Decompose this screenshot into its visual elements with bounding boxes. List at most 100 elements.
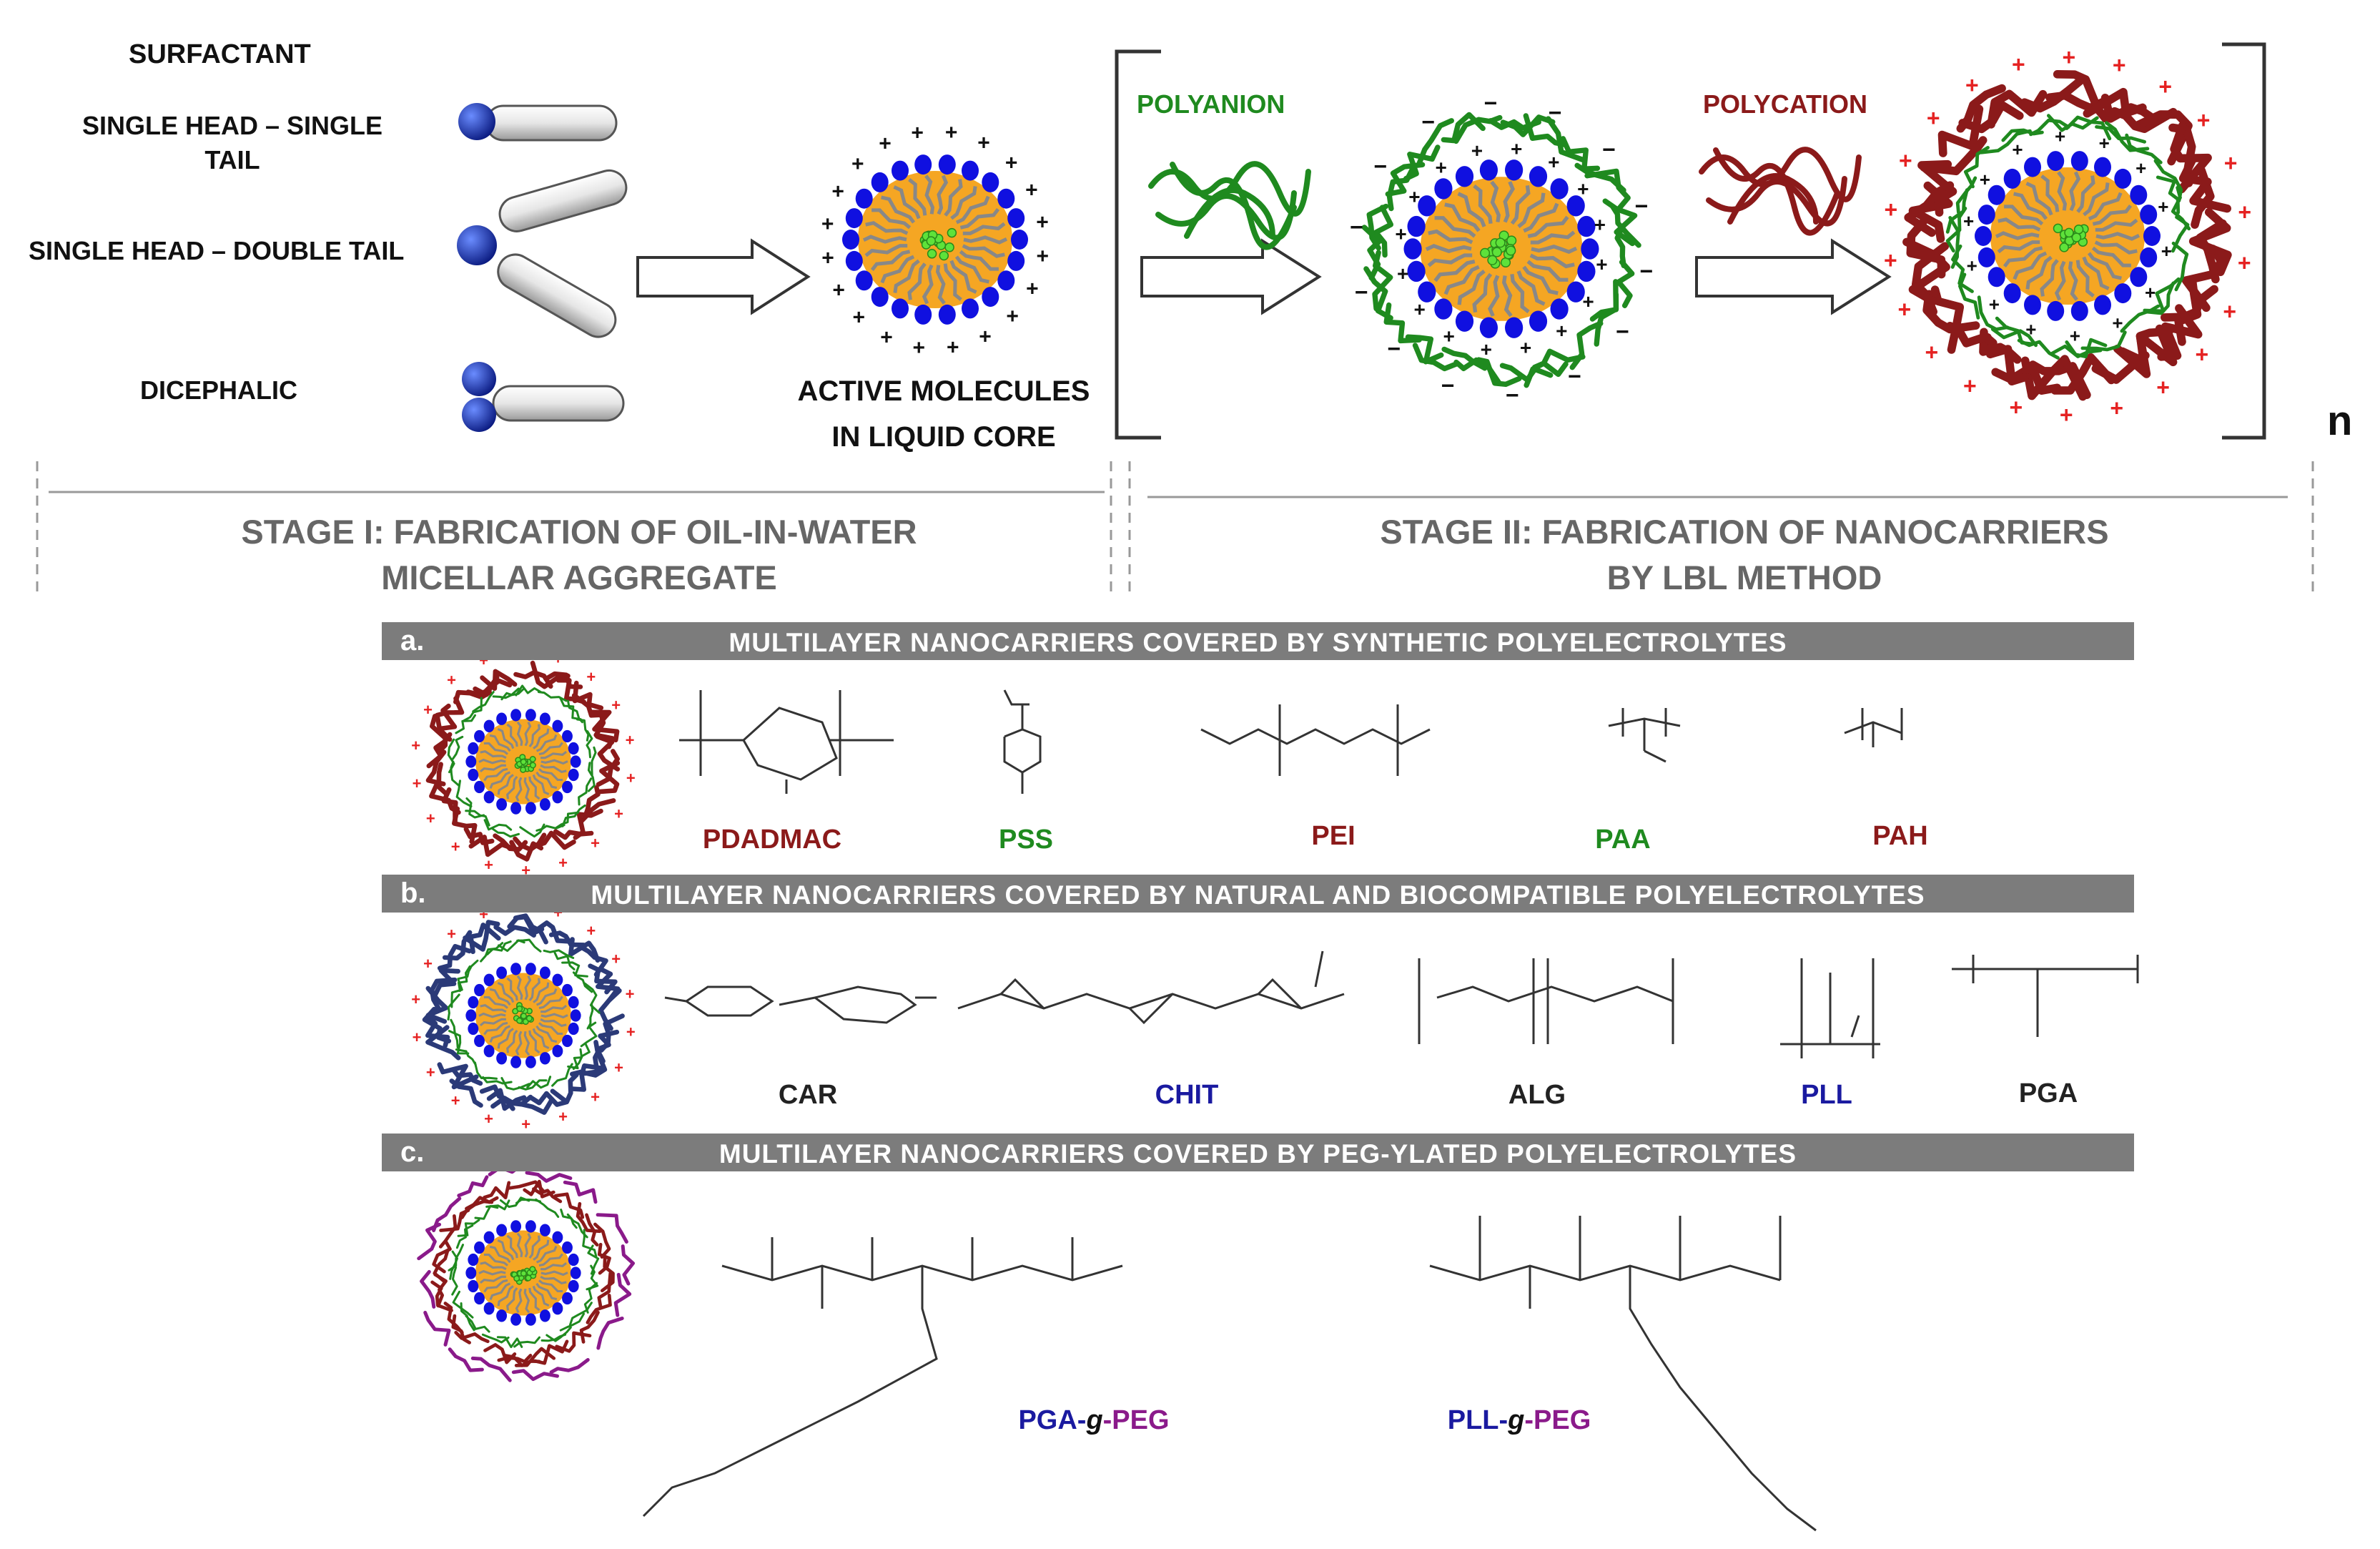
svg-text:+: + (1471, 139, 1483, 162)
svg-text:+: + (1036, 211, 1049, 235)
svg-text:−: − (1635, 193, 1649, 219)
structure-paa (1608, 708, 1681, 763)
svg-text:+: + (2113, 52, 2126, 78)
svg-text:+: + (586, 922, 596, 940)
svg-text:+: + (1414, 298, 1426, 320)
svg-text:+: + (1963, 210, 1974, 232)
label-line: IN LIQUID CORE (831, 421, 1056, 453)
micelle-polyanion-icon: ++++++++++++++++−−−−−−−−−−−−−− (1350, 90, 1653, 408)
svg-text:+: + (1037, 245, 1050, 268)
svg-text:+: + (821, 246, 834, 270)
label-line: SINGLE HEAD – SINGLE (82, 111, 383, 140)
svg-text:+: + (447, 925, 456, 943)
svg-text:+: + (2158, 74, 2172, 99)
svg-text:+: + (2012, 139, 2023, 160)
label-pss: PSS (998, 825, 1054, 855)
svg-text:+: + (1967, 255, 1977, 276)
label-line: ACTIVE MOLECULES (797, 375, 1090, 407)
svg-text:−: − (1373, 154, 1387, 180)
label-part: PGA- (1018, 1405, 1087, 1435)
svg-text:+: + (2197, 107, 2211, 133)
stage-1-title: STAGE I: FABRICATION OF OIL-IN-WATER MIC… (86, 509, 1072, 601)
surfactant-single-double-label: SINGLE HEAD – DOUBLE TAIL (29, 236, 405, 265)
label-line: MICELLAR AGGREGATE (381, 559, 777, 596)
label-line: BY LBL METHOD (1606, 559, 1882, 596)
svg-text:+: + (484, 856, 493, 874)
panel-a-micelle-icon: ++++++++++++++++++ (411, 644, 635, 880)
surfactant-single-tail-icon (458, 103, 618, 142)
panel-letter: a. (400, 625, 425, 657)
svg-text:+: + (2145, 282, 2156, 303)
label-part: g (1508, 1405, 1525, 1435)
svg-text:+: + (2158, 196, 2168, 217)
structure-car (664, 985, 937, 1024)
svg-text:−: − (1549, 99, 1562, 125)
panel-c-header: c. MULTILAYER NANOCARRIERS COVERED BY PE… (382, 1134, 2134, 1171)
svg-text:+: + (558, 854, 568, 872)
svg-text:+: + (1006, 305, 1019, 328)
svg-text:+: + (851, 152, 864, 176)
svg-text:−: − (1350, 215, 1363, 240)
svg-text:−: − (1355, 280, 1368, 305)
svg-text:−: − (1441, 373, 1455, 398)
svg-text:+: + (1556, 320, 1567, 342)
svg-text:+: + (1481, 338, 1492, 360)
bracket-left (1115, 49, 1161, 440)
svg-text:+: + (2060, 402, 2073, 428)
svg-text:+: + (484, 1110, 493, 1128)
svg-text:+: + (2195, 341, 2208, 367)
polycation-label: POLYCATION (1703, 89, 1868, 119)
label-part: PLL- (1447, 1405, 1509, 1435)
svg-text:+: + (2070, 325, 2080, 347)
svg-text:+: + (1965, 72, 1979, 98)
svg-text:+: + (1025, 179, 1038, 202)
micelle-core-icon: ++++++++++++++++++++ (821, 121, 1049, 360)
label-pei: PEI (1311, 821, 1356, 851)
svg-text:+: + (591, 835, 600, 852)
svg-text:+: + (2055, 126, 2065, 147)
svg-text:+: + (1963, 373, 1977, 399)
svg-text:−: − (1421, 109, 1435, 135)
svg-text:+: + (1884, 197, 1897, 222)
bracket-right (2222, 42, 2266, 440)
svg-text:+: + (1520, 337, 1531, 359)
arrow-icon (636, 238, 811, 315)
svg-text:+: + (831, 180, 844, 204)
svg-text:+: + (521, 1116, 530, 1134)
svg-text:+: + (1397, 262, 1408, 285)
svg-text:+: + (426, 1063, 435, 1081)
svg-text:+: + (1511, 137, 1522, 159)
svg-text:+: + (1577, 178, 1589, 200)
svg-text:−: − (1506, 383, 1519, 408)
svg-text:+: + (2161, 240, 2172, 262)
svg-text:+: + (2135, 157, 2146, 179)
svg-text:−: − (1639, 258, 1653, 284)
svg-text:+: + (1884, 247, 1897, 273)
svg-text:+: + (591, 1088, 600, 1106)
svg-text:+: + (2062, 44, 2075, 70)
label-line: STAGE II: FABRICATION OF NANOCARRIERS (1380, 513, 2109, 551)
svg-text:+: + (413, 1028, 422, 1046)
structure-pga-g-peg (642, 1237, 1123, 1518)
svg-text:+: + (614, 1058, 623, 1076)
svg-text:+: + (1925, 340, 1939, 365)
structure-chit (957, 950, 1345, 1025)
label-car: CAR (778, 1080, 838, 1110)
label-pga-g-peg: PGA-g-PEG (951, 1405, 1237, 1436)
label-alg: ALG (1508, 1080, 1566, 1110)
label-line: STAGE I: FABRICATION OF OIL-IN-WATER (241, 513, 917, 551)
svg-text:+: + (423, 701, 433, 719)
panel-a-header: a. MULTILAYER NANOCARRIERS COVERED BY SY… (382, 622, 2134, 660)
svg-text:+: + (1980, 169, 1990, 190)
svg-text:+: + (911, 122, 924, 145)
svg-text:+: + (1005, 151, 1018, 174)
svg-text:+: + (832, 279, 845, 303)
panel-title: MULTILAYER NANOCARRIERS COVERED BY SYNTH… (729, 628, 1787, 657)
svg-text:+: + (413, 775, 422, 792)
panel-letter: b. (400, 877, 426, 909)
svg-text:+: + (2012, 51, 2025, 77)
label-part: g (1086, 1405, 1103, 1435)
svg-text:+: + (853, 306, 866, 330)
svg-text:+: + (611, 950, 621, 968)
repeat-n-label: n (2327, 398, 2353, 444)
